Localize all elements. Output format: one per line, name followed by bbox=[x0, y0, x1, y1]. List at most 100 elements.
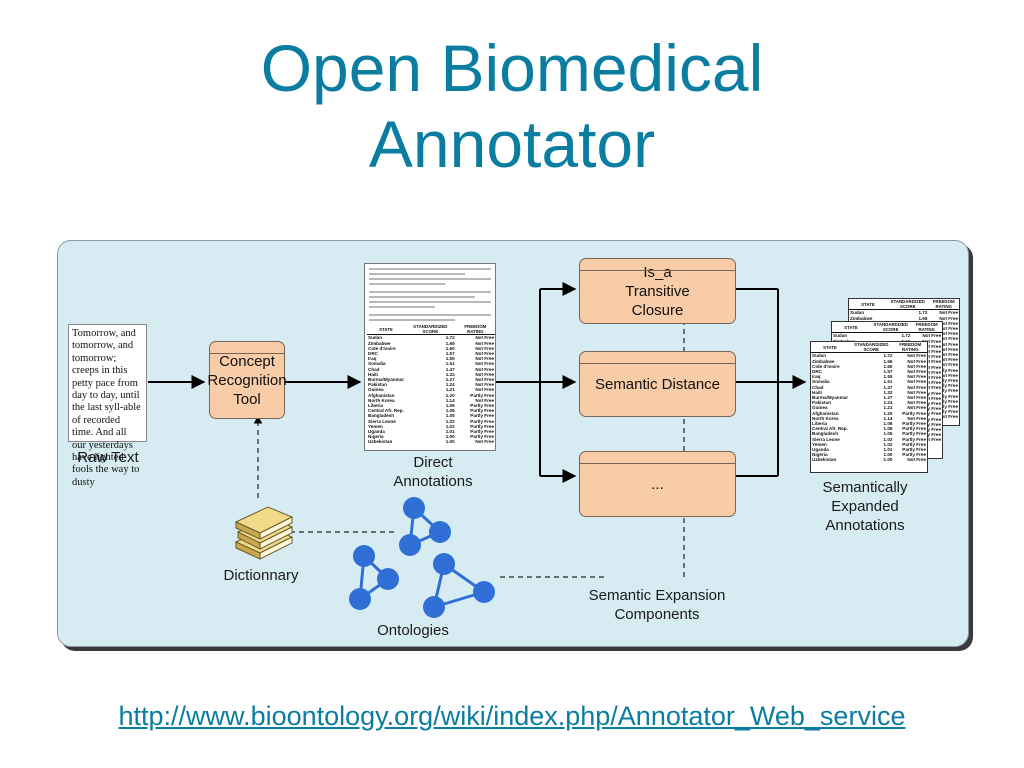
table-cell: Not Free bbox=[922, 359, 941, 365]
is-a-transitive-closure-box: Is_a Transitive Closure bbox=[579, 258, 736, 324]
table-cell: 1.72 bbox=[901, 333, 911, 339]
ellipsis-component-box: ... bbox=[579, 451, 736, 517]
table-header-cell: FREEDOM RATING bbox=[893, 342, 927, 354]
table-cell: Not Free bbox=[922, 349, 941, 355]
table-cell: 1.02 bbox=[883, 441, 893, 447]
table-header-cell: FREEDOM RATING bbox=[455, 324, 495, 336]
table-cell: Partly Free bbox=[934, 383, 958, 389]
table-cell: 1.21 bbox=[445, 387, 455, 393]
table-cell: 1.66 bbox=[883, 358, 893, 364]
table-cell: Not Free bbox=[475, 382, 494, 388]
table-cell: Burma/Myanmar bbox=[368, 377, 404, 383]
semantic-distance-box: Semantic Distance bbox=[579, 351, 736, 417]
table-cell: Central Afr. Rep. bbox=[812, 426, 848, 432]
table-cell: Uzbekistan bbox=[812, 457, 837, 463]
table-cell: Partly Free bbox=[470, 429, 494, 435]
dictionary-books-icon bbox=[234, 506, 294, 560]
table-cell: Partly Free bbox=[917, 421, 941, 427]
annotator-web-service-link[interactable]: http://www.bioontology.org/wiki/index.ph… bbox=[118, 701, 906, 731]
table-cell: Nigeria bbox=[812, 452, 828, 458]
table-cell: Not Free bbox=[475, 345, 494, 351]
table-cell: Not Free bbox=[475, 351, 494, 357]
table-cell: Partly Free bbox=[917, 416, 941, 422]
table-cell: 1.05 bbox=[883, 431, 893, 437]
table-cell: Not Free bbox=[939, 310, 958, 316]
table-cell: Not Free bbox=[907, 415, 926, 421]
table-cell: Not Free bbox=[907, 395, 926, 401]
table-cell: Not Free bbox=[907, 353, 926, 359]
table-cell: Partly Free bbox=[470, 392, 494, 398]
table-cell: Pakistan bbox=[812, 400, 831, 406]
table-cell: Not Free bbox=[907, 400, 926, 406]
table-cell: Not Free bbox=[922, 369, 941, 375]
table-row: Uganda 1.01 Partly Free bbox=[811, 447, 927, 452]
table-cell: Afghanistan bbox=[812, 410, 839, 416]
table-cell: Partly Free bbox=[902, 447, 926, 453]
table-cell: Not Free bbox=[907, 358, 926, 364]
slide-title: Open Biomedical Annotator bbox=[0, 30, 1024, 182]
table-cell: Partly Free bbox=[934, 388, 958, 394]
ontology-graph-right bbox=[423, 553, 495, 618]
table-cell: Not Free bbox=[922, 395, 941, 401]
table-cell: Bangladesh bbox=[812, 431, 839, 437]
table-cell: 1.14 bbox=[445, 397, 455, 403]
table-cell: North Korea bbox=[812, 415, 839, 421]
table-cell: 1.24 bbox=[883, 400, 893, 406]
table-cell: 1.51 bbox=[445, 361, 455, 367]
table-cell: Guinea bbox=[812, 405, 828, 411]
table-cell: Partly Free bbox=[934, 409, 958, 415]
table-cell: 1.66 bbox=[918, 315, 928, 321]
table-cell: 1.00 bbox=[445, 434, 455, 440]
table-cell: Guinea bbox=[368, 387, 384, 393]
ellipsis-component-label: ... bbox=[651, 475, 664, 493]
table-cell: Not Free bbox=[939, 320, 958, 326]
table-header-cell: STATE bbox=[849, 299, 887, 311]
table-cell: Burma/Myanmar bbox=[812, 395, 848, 401]
table-cell: Sudan bbox=[812, 353, 827, 359]
table-cell: Partly Free bbox=[917, 390, 941, 396]
table-cell: Sierra Leone bbox=[812, 436, 840, 442]
table-cell: Uganda bbox=[368, 429, 385, 435]
table-cell: Not Free bbox=[907, 374, 926, 380]
table-cell: Not Free bbox=[475, 366, 494, 372]
table-cell: 1.32 bbox=[883, 389, 893, 395]
table-cell: Not Free bbox=[939, 372, 958, 378]
table-cell: Not Free bbox=[922, 333, 941, 339]
ontologies-label: Ontologies bbox=[377, 622, 449, 639]
table-cell: Uganda bbox=[812, 447, 829, 453]
title-line-1: Open Biomedical bbox=[260, 31, 764, 105]
table-cell: Not Free bbox=[922, 437, 941, 443]
table-header-cell: STANDARDIZED SCORE bbox=[849, 342, 894, 354]
table-cell: 1.01 bbox=[883, 447, 893, 453]
table-cell: Partly Free bbox=[934, 367, 958, 373]
table-cell: Partly Free bbox=[934, 404, 958, 410]
table-cell: Not Free bbox=[475, 340, 494, 346]
table-cell: Partly Free bbox=[902, 431, 926, 437]
table-cell: Partly Free bbox=[917, 411, 941, 417]
table-cell: Not Free bbox=[939, 315, 958, 321]
table-cell: 1.27 bbox=[883, 395, 893, 401]
table-cell: Central Afr. Rep. bbox=[368, 408, 404, 414]
table-cell: Not Free bbox=[939, 414, 958, 420]
direct-annotations-label: Direct Annotations bbox=[393, 454, 473, 490]
